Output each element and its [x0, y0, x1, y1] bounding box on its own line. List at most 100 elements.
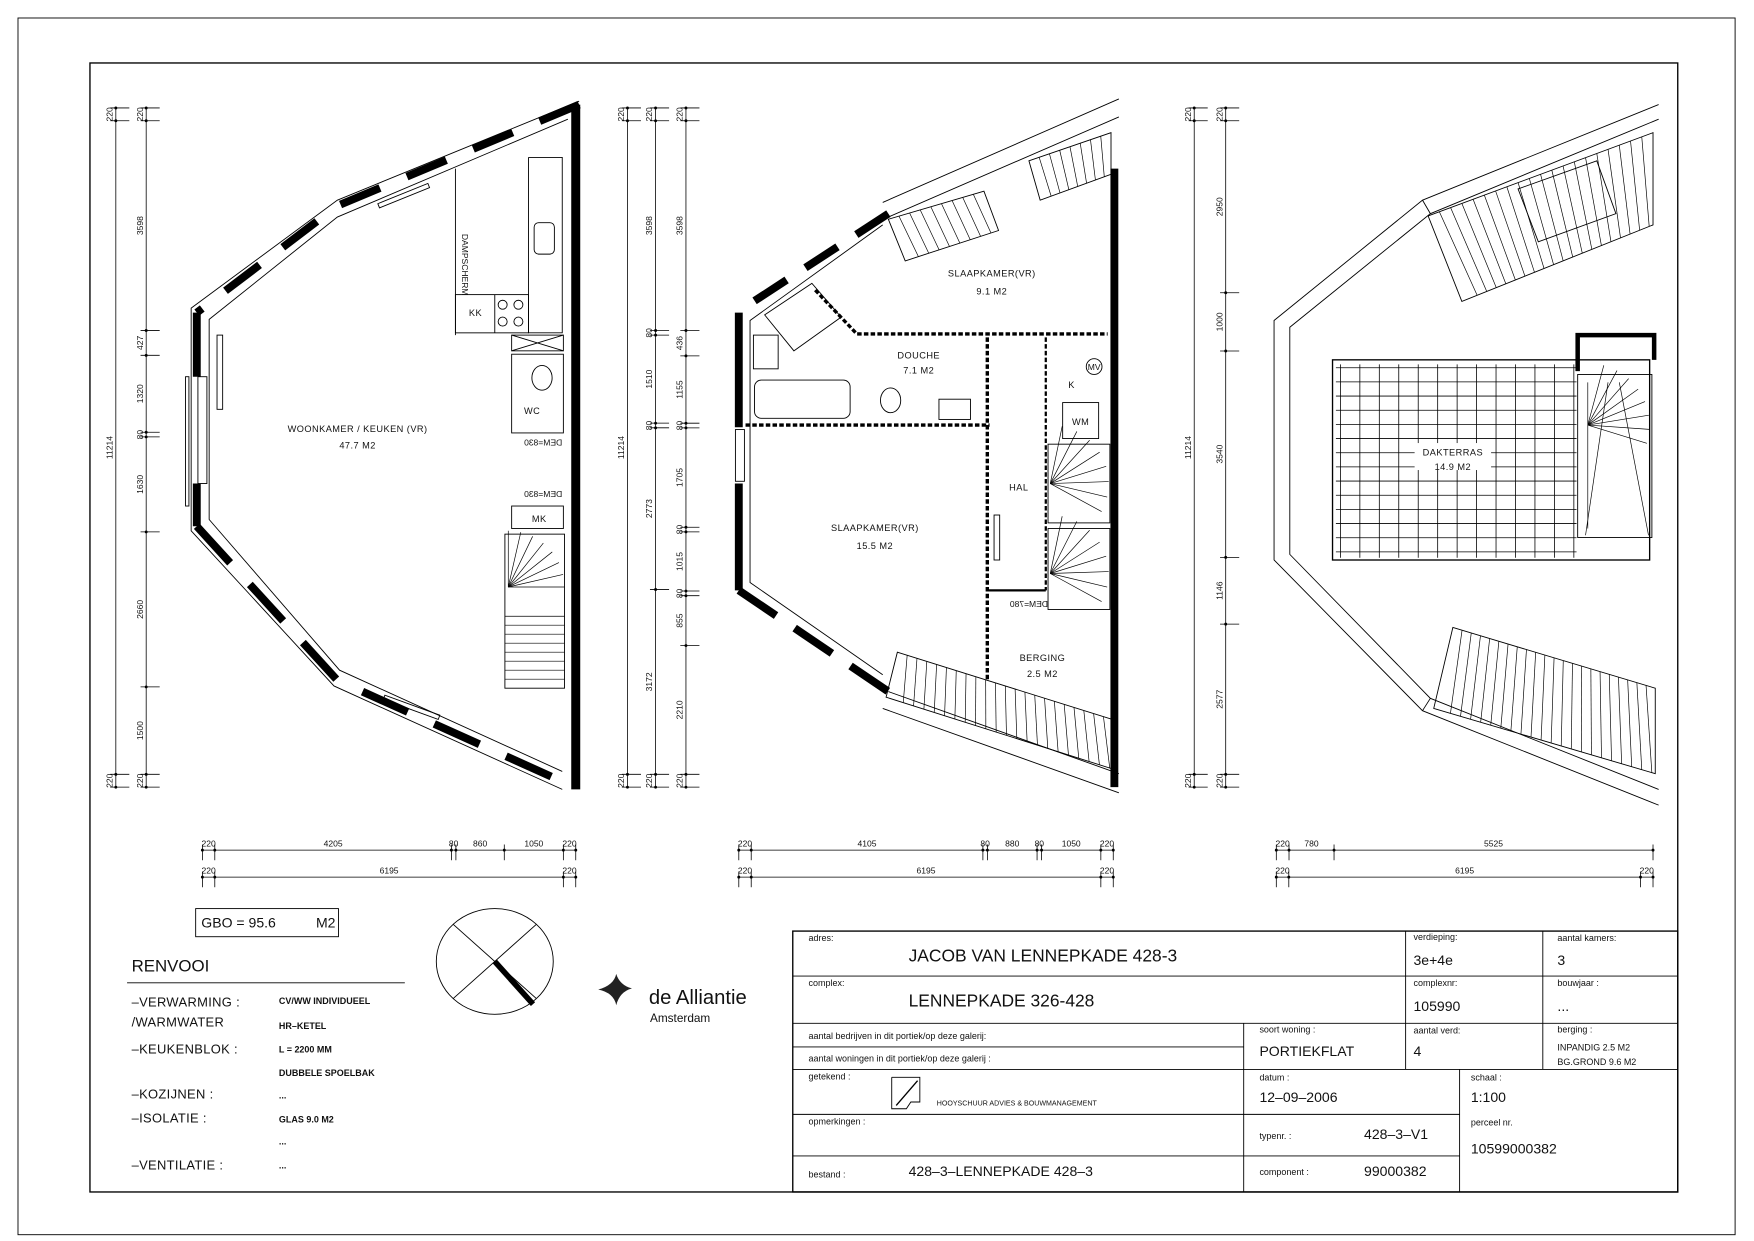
roof-edge — [1273, 104, 1659, 806]
dimension-dot — [626, 785, 629, 789]
dimension-dot — [449, 848, 453, 852]
roof-tile-line — [1560, 660, 1564, 746]
stair-tread — [1587, 424, 1650, 430]
wc-label: WC — [524, 406, 540, 416]
roof-tile-line — [1044, 698, 1049, 749]
dimension-dot — [1224, 622, 1228, 626]
dimension-label: 1000 — [1214, 312, 1224, 331]
staircase — [1047, 443, 1111, 524]
wall-inner-line — [749, 224, 883, 676]
dimension-label: 220 — [104, 773, 114, 787]
roof-tile-line — [923, 661, 928, 710]
dimension-dot — [737, 875, 741, 879]
dimension-dot — [114, 772, 118, 776]
dimension-dot — [654, 785, 658, 789]
dimension-label: 11214 — [1183, 436, 1193, 459]
dimension-label: 220 — [1276, 839, 1290, 849]
dimension-dot — [684, 594, 688, 598]
room-area: 14.9 M2 — [1435, 462, 1471, 472]
kitchen-counter — [528, 156, 563, 334]
room-area: 7.1 M2 — [903, 365, 934, 375]
dimension-dot — [737, 848, 741, 852]
stair-housing — [1575, 332, 1657, 372]
roof-tile-line — [1506, 186, 1535, 273]
legend-value: ... — [279, 1137, 287, 1147]
label-backdrop — [1414, 443, 1492, 471]
getekend-label: getekend : — [809, 1072, 851, 1082]
stair-tread — [1587, 370, 1618, 426]
dimension-label: 2577 — [1214, 689, 1224, 708]
legend-label: –VENTILATIE : — [132, 1157, 224, 1172]
stair-tread — [1587, 365, 1605, 426]
stair-tread — [1049, 431, 1078, 484]
roof-tile-hatching — [885, 132, 1656, 775]
perceel-label: perceel nr. — [1471, 1118, 1513, 1128]
wall-south — [193, 523, 564, 786]
dimension-dot — [1224, 291, 1228, 295]
dimension-label: 1630 — [135, 475, 145, 494]
dimension-label: 80 — [675, 588, 685, 598]
logo-name: de Alliantie — [649, 987, 747, 1009]
dimension-label: 4205 — [324, 839, 343, 849]
roof-tile-line — [1550, 657, 1555, 744]
roof-tile-line — [1024, 692, 1028, 742]
roof-tile-line — [1090, 139, 1096, 181]
dimension-label: 220 — [1275, 866, 1289, 876]
dimension-label: 436 — [675, 336, 685, 350]
stair-tread — [1050, 573, 1102, 602]
wall-south — [736, 587, 891, 695]
room-name: SLAAPKAMER(VR) — [948, 269, 1036, 279]
floor-plan-3e: KK DAMPSCHERM WC DEM=830 DEM=830 MK WOON… — [185, 100, 581, 790]
meter-label: MK — [532, 514, 547, 524]
roof-tile-line — [1618, 677, 1622, 764]
roof-tile-line — [1470, 635, 1481, 720]
roof-tile-line — [1627, 679, 1633, 767]
stair-tread — [1050, 465, 1107, 484]
bestand-value: 428–3–LENNEPKADE 428–3 — [909, 1163, 1093, 1179]
dimension-label: 1320 — [135, 384, 145, 403]
berging-label: berging : — [1557, 1024, 1592, 1034]
dimension-dot — [684, 644, 688, 647]
window — [216, 334, 224, 410]
dimension-dot — [654, 119, 658, 123]
roof-tile-line — [1450, 630, 1463, 714]
dimension-dot — [1224, 555, 1228, 559]
window — [382, 694, 441, 721]
dimension-dot — [654, 106, 658, 110]
wall-north — [194, 100, 581, 316]
typenr-value: 428–3–V1 — [1364, 1126, 1428, 1142]
roof-tile-line — [1641, 136, 1650, 227]
roof-tile-line — [1551, 170, 1574, 258]
dimension-dot — [1287, 848, 1291, 852]
dimension-dot — [684, 772, 688, 776]
dimension-label: 220 — [562, 866, 576, 876]
roof-strip — [1427, 132, 1654, 302]
stair-tread — [1587, 424, 1647, 444]
room-area: 2.5 M2 — [1027, 669, 1058, 679]
legend-value: DUBBELE SPOELBAK — [279, 1068, 375, 1078]
room-area: 9.1 M2 — [976, 287, 1007, 297]
roof-terrace — [1331, 359, 1651, 561]
dimension-dot — [144, 772, 148, 776]
dimension-label: 427 — [135, 336, 145, 350]
de-alliantie-logo: de Alliantie Amsterdam — [598, 973, 747, 1025]
wall-outer-line — [190, 100, 580, 790]
door — [993, 514, 1001, 561]
roof-tile-line — [898, 216, 919, 257]
roof-tile-line — [1585, 157, 1602, 246]
dimension-dot — [144, 685, 148, 689]
roof-tile-line — [1103, 716, 1111, 769]
dimension-label: 220 — [644, 773, 654, 787]
dimension-dot — [1224, 106, 1228, 110]
roof-tile-line — [1618, 145, 1631, 235]
stair-tread — [507, 536, 533, 588]
roof-tile-line — [1093, 713, 1100, 765]
logo-star-icon — [598, 973, 632, 1006]
roof-tile-line — [1599, 671, 1602, 758]
dimension-dot — [654, 329, 658, 332]
room-name: BERGING — [1020, 653, 1066, 663]
room-name: WOONKAMER / KEUKEN (VR) — [288, 424, 428, 434]
dimension-label: 4105 — [858, 839, 877, 849]
dimension-dot — [684, 426, 688, 430]
component-value: 99000382 — [1364, 1163, 1427, 1179]
